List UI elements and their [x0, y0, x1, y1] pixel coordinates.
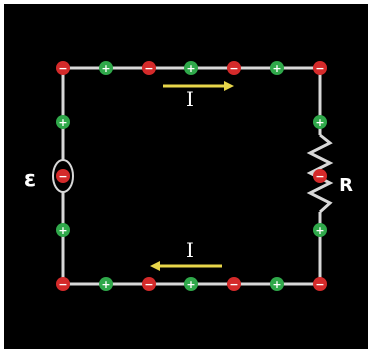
emf-label: ε — [24, 167, 36, 192]
positive-charge: + — [56, 115, 70, 129]
svg-text:+: + — [315, 224, 324, 237]
current-arrow-top — [163, 81, 234, 91]
positive-charge: + — [56, 223, 70, 237]
svg-text:−: − — [144, 62, 153, 75]
positive-charge: + — [99, 61, 113, 75]
current-label-bottom: I — [186, 238, 194, 262]
negative-charge: − — [313, 277, 327, 291]
negative-charge: − — [56, 277, 70, 291]
svg-text:+: + — [58, 224, 67, 237]
negative-charge: − — [313, 61, 327, 75]
svg-text:+: + — [101, 62, 110, 75]
current-arrow-bottom — [150, 261, 222, 271]
current-label-top: I — [186, 87, 194, 111]
svg-text:+: + — [315, 116, 324, 129]
svg-text:−: − — [144, 278, 153, 291]
positive-charge: + — [184, 277, 198, 291]
negative-charge: − — [142, 277, 156, 291]
svg-text:−: − — [58, 62, 67, 75]
resistor-zigzag — [306, 133, 334, 214]
svg-text:−: − — [58, 278, 67, 291]
svg-text:−: − — [229, 278, 238, 291]
negative-charge: − — [227, 277, 241, 291]
svg-text:+: + — [58, 116, 67, 129]
negative-charge: − — [142, 61, 156, 75]
svg-text:+: + — [272, 62, 281, 75]
negative-charge: − — [56, 61, 70, 75]
svg-text:+: + — [186, 62, 195, 75]
svg-text:+: + — [186, 278, 195, 291]
svg-text:+: + — [101, 278, 110, 291]
circuit-wires — [61, 66, 334, 286]
positive-charge: + — [270, 61, 284, 75]
positive-charge: + — [184, 61, 198, 75]
charge-markers: − + − + − + − + − + − + − + − + − + − + — [56, 61, 327, 291]
svg-text:−: − — [315, 278, 324, 291]
resistor-label: R — [339, 175, 353, 196]
positive-charge: + — [313, 223, 327, 237]
negative-charge: − — [227, 61, 241, 75]
svg-text:−: − — [315, 170, 324, 183]
negative-charge: − — [56, 169, 70, 183]
svg-text:+: + — [272, 278, 281, 291]
svg-text:−: − — [58, 170, 67, 183]
positive-charge: + — [313, 115, 327, 129]
positive-charge: + — [99, 277, 113, 291]
positive-charge: + — [270, 277, 284, 291]
negative-charge: − — [313, 169, 327, 183]
svg-text:−: − — [315, 62, 324, 75]
svg-text:−: − — [229, 62, 238, 75]
